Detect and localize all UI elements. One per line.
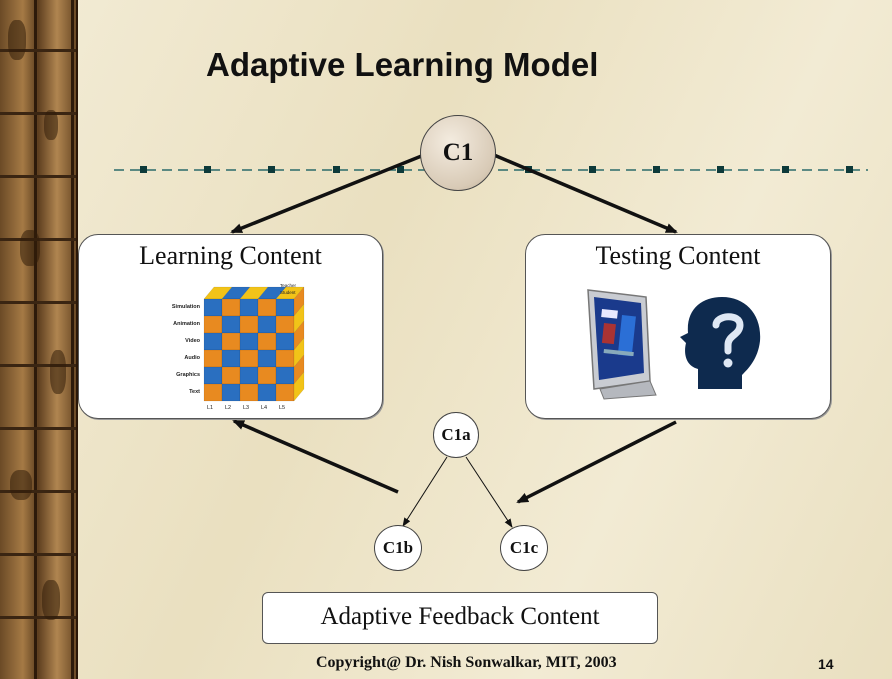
cube-front-cell — [221, 332, 241, 351]
cube-depth-label: Student — [280, 290, 296, 295]
cube-front-cell — [239, 315, 259, 334]
cube-front-cell — [239, 383, 259, 402]
cube-front-cell — [239, 332, 259, 351]
cube-front-cell — [257, 298, 277, 317]
cube-front-cell — [221, 349, 241, 368]
cube-front-cell — [221, 315, 241, 334]
cube-front-cell — [275, 383, 295, 402]
cube-row-label: Audio — [184, 355, 200, 361]
cube-row-label: Text — [189, 389, 200, 395]
node-c1a: C1a — [433, 412, 479, 458]
copyright-footer: Copyright@ Dr. Nish Sonwalkar, MIT, 2003 — [316, 654, 617, 671]
cube-front-cell — [203, 383, 223, 402]
node-c1: C1 — [420, 115, 496, 191]
cube-side-cell — [293, 371, 305, 402]
question-head-icon — [680, 297, 761, 389]
cube-column-label: L1 — [207, 405, 213, 411]
arrow-testing-to-feedback — [516, 420, 677, 504]
arrow-feedback-to-learning — [232, 419, 399, 494]
testing-content-label: Testing Content — [595, 241, 761, 270]
slide-title: Adaptive Learning Model — [206, 46, 599, 83]
arrow-c1-to-learning — [230, 153, 425, 234]
learning-modality-cube: Simulation Animation Video Audio Graphic… — [172, 283, 305, 411]
cube-column-label: L4 — [261, 405, 267, 411]
testing-content-panel: Testing Content — [525, 234, 831, 419]
cube-column-label: L3 — [243, 405, 249, 411]
cube-front-cell — [203, 315, 223, 334]
cube-row-label: Graphics — [176, 372, 200, 378]
cube-front-cell — [221, 298, 241, 317]
cube-front-cell — [203, 298, 223, 317]
cube-front-cell — [257, 332, 277, 351]
decorative-border — [0, 0, 78, 679]
page-number: 14 — [818, 656, 834, 672]
cube-front-cell — [203, 332, 223, 351]
cube-front-cell — [257, 315, 277, 334]
cube-front-cell — [239, 366, 259, 385]
cube-front-cell — [257, 349, 277, 368]
cube-front-cell — [221, 383, 241, 402]
node-c1b: C1b — [374, 525, 422, 571]
computer-monitor-icon — [587, 289, 657, 400]
adaptive-feedback-box: Adaptive Feedback Content — [262, 592, 658, 644]
cube-front-cell — [239, 349, 259, 368]
cube-depth-label: Teacher — [280, 283, 297, 288]
cube-front-cell — [275, 366, 295, 385]
learning-content-label: Learning Content — [139, 241, 322, 270]
cube-front-cell — [275, 298, 295, 317]
cube-front-cell — [275, 349, 295, 368]
cube-front-cell — [221, 366, 241, 385]
cube-front-cell — [203, 349, 223, 368]
cube-front-cell — [203, 366, 223, 385]
cube-row-label: Simulation — [172, 304, 201, 310]
cube-front-cell — [257, 366, 277, 385]
cube-front-cell — [275, 332, 295, 351]
testing-illustration — [587, 289, 761, 400]
arrow-c1-to-testing — [493, 153, 678, 234]
node-c1c: C1c — [500, 525, 548, 571]
cube-row-label: Video — [185, 338, 201, 344]
cube-row-label: Animation — [173, 321, 201, 327]
arrow-c1a-to-c1c — [465, 456, 513, 528]
cube-column-label: L2 — [225, 405, 231, 411]
cube-front-cell — [275, 315, 295, 334]
arrow-c1a-to-c1b — [402, 456, 448, 527]
cube-column-label: L5 — [279, 405, 285, 411]
cube-front-cell — [239, 298, 259, 317]
cube-front-cell — [257, 383, 277, 402]
